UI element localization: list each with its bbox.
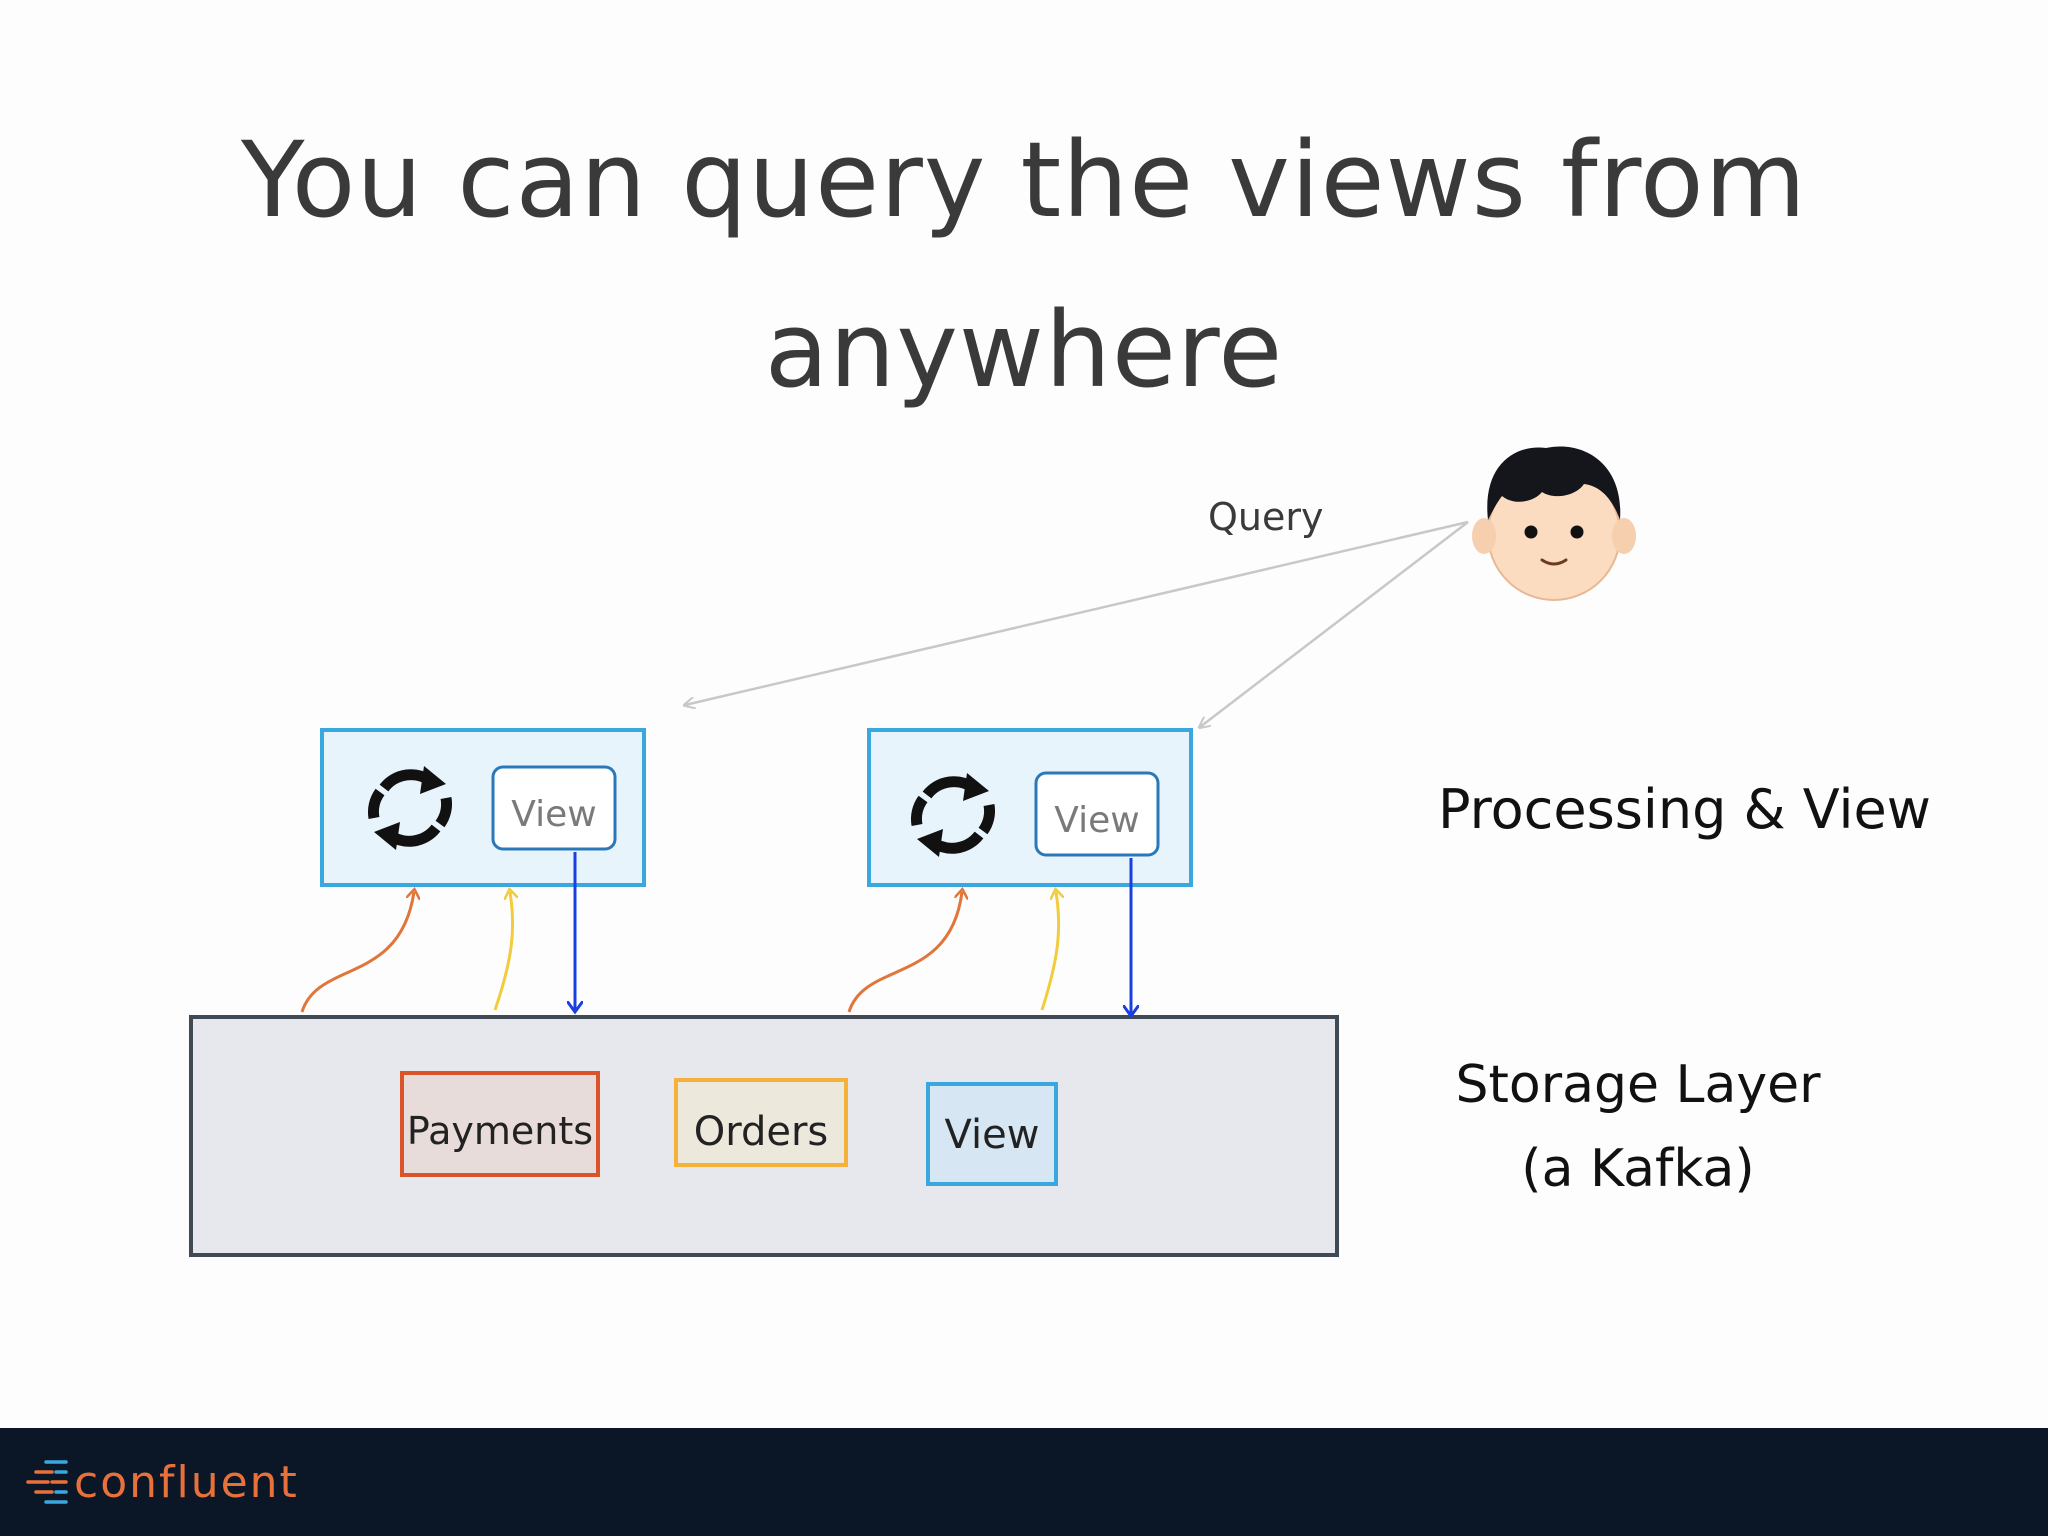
confluent-logo-icon <box>26 1460 68 1504</box>
processing-unit-2: View <box>867 728 1193 887</box>
topic-view-label: View <box>945 1112 1040 1158</box>
title-line-2: anywhere <box>764 289 1284 411</box>
view-box-1 <box>491 765 617 851</box>
orange-flow-arrow-1 <box>300 892 414 1013</box>
person-face-icon <box>1472 446 1636 601</box>
view-box-2 <box>1034 771 1160 857</box>
storage-layer-label-line-2: (a Kafka) <box>1521 1139 1754 1199</box>
processing-unit-1: View <box>320 728 646 887</box>
architecture-diagram: Query View <box>189 446 1931 1257</box>
orange-flow-arrow-2 <box>847 892 962 1013</box>
query-label: Query <box>1208 495 1323 539</box>
topic-view-box <box>926 1082 1058 1186</box>
storage-layer-label-line-1: Storage Layer <box>1456 1055 1822 1115</box>
slide-title: You can query the views from anywhere <box>150 95 1898 435</box>
confluent-logo: confluent <box>26 1452 299 1512</box>
confluent-logo-text: confluent <box>74 1456 299 1508</box>
refresh-cycle-icon <box>368 766 452 850</box>
yellow-flow-arrow-2 <box>1040 892 1059 1011</box>
footer-bar <box>0 1428 2048 1536</box>
refresh-cycle-icon <box>911 773 995 857</box>
processing-layer-label: Processing & View <box>1438 778 1931 841</box>
slide: You can query the views from anywhere Qu… <box>150 95 1931 1257</box>
topic-payments-label: Payments <box>407 1109 593 1153</box>
topic-orders-label: Orders <box>694 1109 829 1155</box>
topic-payments-box <box>400 1071 600 1177</box>
title-line-1: You can query the views from <box>241 119 1807 241</box>
query-arrow-2 <box>1200 521 1469 727</box>
view-label-2: View <box>1054 800 1139 841</box>
view-label-1: View <box>511 794 596 835</box>
yellow-flow-arrow-1 <box>493 892 513 1011</box>
query-arrow-1 <box>685 520 1469 705</box>
topic-orders-box <box>674 1078 848 1167</box>
